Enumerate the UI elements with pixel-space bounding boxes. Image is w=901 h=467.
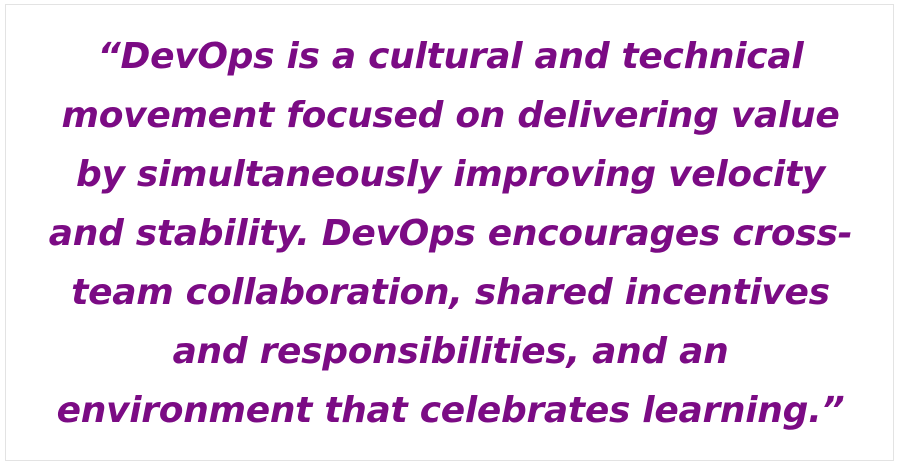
quote-line: environment that celebrates learning.” bbox=[56, 390, 845, 431]
quote-line: by simultaneously improving velocity bbox=[75, 154, 826, 195]
quote-text: “DevOps is a cultural and technical move… bbox=[6, 27, 895, 440]
quote-card: “DevOps is a cultural and technical move… bbox=[5, 4, 894, 461]
quote-line: and stability. DevOps encourages cross- bbox=[48, 213, 853, 254]
quote-line: “DevOps is a cultural and technical bbox=[97, 36, 804, 77]
quote-line: and responsibilities, and an bbox=[172, 331, 729, 372]
quote-line: team collaboration, shared incentives bbox=[71, 272, 830, 313]
quote-line: movement focused on delivering value bbox=[61, 95, 840, 136]
